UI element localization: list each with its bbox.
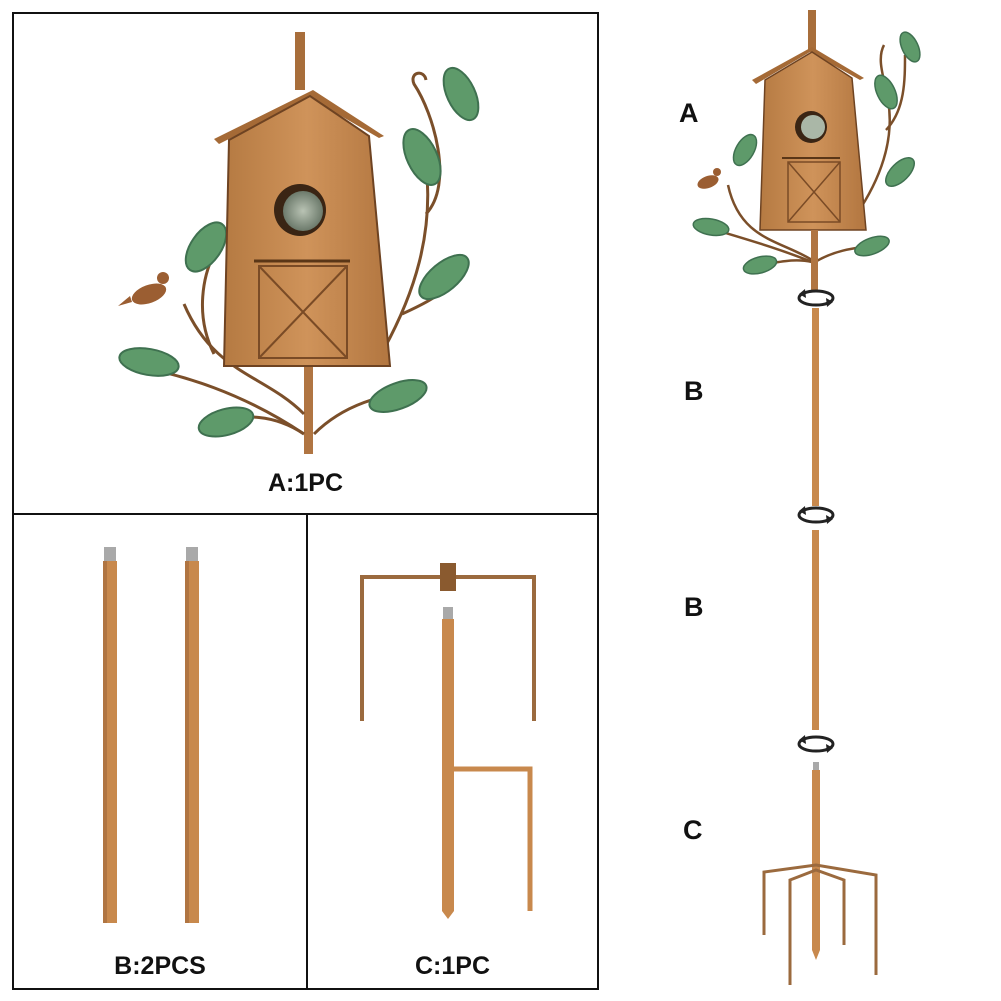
poles-illustration: [103, 547, 199, 923]
caption-part-a: A:1PC: [267, 469, 343, 497]
rotate-arrow-icons: [797, 289, 835, 753]
birdhouse-door: [258, 265, 348, 359]
stake-connector: [443, 607, 453, 619]
panel-part-b: B:2PCS: [12, 513, 308, 990]
birdhouse-roof: [214, 90, 384, 144]
pole-stem: [304, 366, 313, 454]
entrance-hole: [283, 191, 323, 231]
birdhouse-illustration: [118, 32, 480, 454]
panel-part-a: A:1PC: [12, 12, 599, 515]
pole-2: [185, 547, 199, 923]
assembly-label-c: C: [683, 815, 703, 845]
stake-coupler: [440, 563, 456, 591]
assembly-label-b2: B: [684, 592, 704, 622]
bird-figure: [118, 272, 169, 306]
stake-shaft: [442, 619, 454, 911]
assembly-label-b1: B: [684, 376, 704, 406]
ground-stake-illustration: [360, 563, 536, 919]
assembly-label-a: A: [679, 98, 699, 128]
panel-part-c: C:1PC: [306, 513, 599, 990]
leaves: [118, 66, 480, 438]
stake-side-prong: [454, 766, 533, 911]
pole-tip: [295, 32, 305, 90]
caption-part-b: B:2PCS: [114, 952, 206, 980]
pole-1: [103, 547, 117, 923]
caption-part-c: C:1PC: [414, 952, 490, 980]
